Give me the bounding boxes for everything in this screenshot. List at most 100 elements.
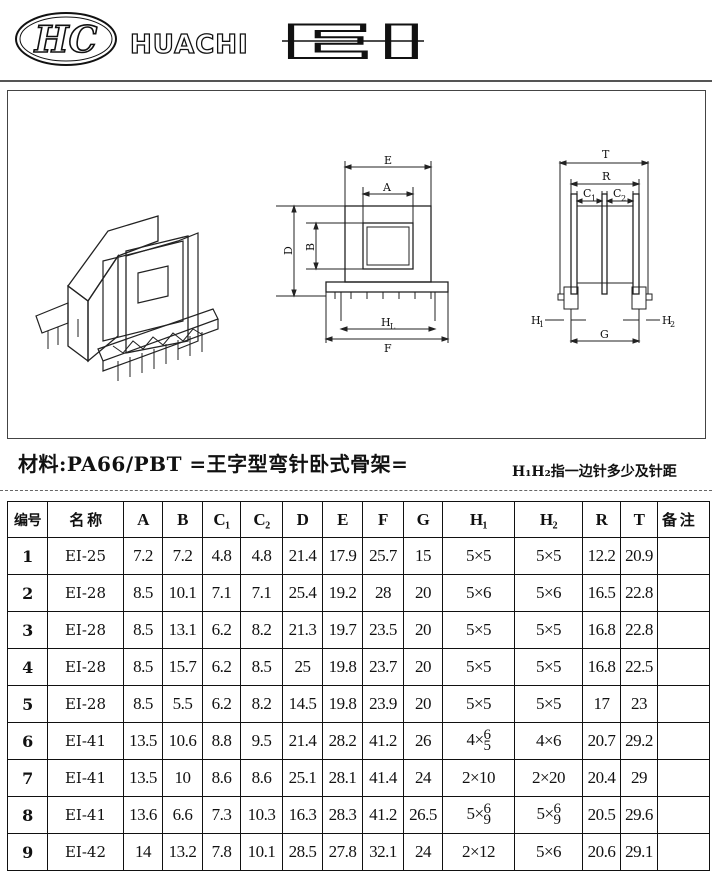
cell-h1: 2×12 [442, 833, 515, 871]
cell-c1: 8.8 [202, 722, 241, 760]
logo-text: HC [34, 19, 98, 61]
cell-a: 13.5 [123, 759, 163, 797]
cell-r: 20.7 [582, 722, 621, 760]
cell-r: 16.5 [582, 574, 621, 612]
cell-f: 28 [362, 574, 404, 612]
col-header: C₂ [240, 501, 283, 538]
cell-h1: 2×10 [442, 759, 515, 797]
label-g: G [600, 328, 609, 341]
cell-no: 7 [7, 759, 48, 797]
cell-no: 8 [7, 796, 48, 834]
cell-d: 16.3 [282, 796, 323, 834]
cell-no: 6 [7, 722, 48, 760]
col-header: 名 称 [47, 501, 124, 538]
label-t: T [602, 148, 610, 161]
cell-t: 22.5 [620, 648, 658, 686]
cell-c1: 8.6 [202, 759, 241, 797]
cell-e: 19.8 [322, 648, 363, 686]
cell-note [657, 796, 710, 834]
col-header: D [282, 501, 323, 538]
cell-r: 20.5 [582, 796, 621, 834]
stack-bottom: 5 [483, 738, 492, 755]
cell-r: 12.2 [582, 537, 621, 575]
cell-b: 7.2 [162, 537, 203, 575]
hc-logo: HC [15, 12, 117, 66]
label-hl: H [381, 316, 391, 329]
cell-t: 29 [620, 759, 658, 797]
cell-f: 32.1 [362, 833, 404, 871]
cell-name: EI-41 [47, 722, 124, 760]
label-c1: C [583, 187, 591, 200]
cell-c1: 7.8 [202, 833, 241, 871]
cell-a: 13.6 [123, 796, 163, 834]
cell-f: 23.5 [362, 611, 404, 649]
cell-h1-base: 5× [466, 803, 484, 823]
label-b: B [304, 243, 317, 251]
label-hl1: H [531, 314, 541, 327]
pin-note: H₁H₂指一边针多少及针距 [512, 464, 677, 480]
cell-h2: 5×5 [514, 685, 583, 723]
cell-no: 9 [7, 833, 48, 871]
stack-top: 6 [553, 801, 562, 818]
cell-note [657, 759, 710, 797]
cell-r: 20.4 [582, 759, 621, 797]
side-view [545, 160, 660, 344]
brand-name: HUACHI [129, 29, 249, 60]
cell-a: 13.5 [123, 722, 163, 760]
cell-e: 19.2 [322, 574, 363, 612]
label-hr2: H [662, 314, 672, 327]
cell-name: EI-28 [47, 685, 124, 723]
cell-r: 17 [582, 685, 621, 723]
cell-h1: 5×5 [442, 685, 515, 723]
cell-e: 28.2 [322, 722, 363, 760]
cell-name: EI-42 [47, 833, 124, 871]
cell-h2: 5×6 [514, 833, 583, 871]
col-header: E [322, 501, 363, 538]
col-header: A [123, 501, 163, 538]
header: HC HUACHI EI [0, 0, 712, 84]
cell-a: 8.5 [123, 611, 163, 649]
label-c1-sub: 1 [591, 194, 596, 203]
cell-h1: 5×5 [442, 611, 515, 649]
cell-h2: 5×6 [514, 574, 583, 612]
spec-table: 编号 名 称 A B C₁ C₂ D E F G H₁ H₂ R T 备 注 1… [7, 501, 710, 871]
cell-c2: 9.5 [240, 722, 283, 760]
cell-c2: 10.1 [240, 833, 283, 871]
col-header: F [362, 501, 404, 538]
col-header: R [582, 501, 621, 538]
cell-r: 20.6 [582, 833, 621, 871]
cell-e: 19.7 [322, 611, 363, 649]
table-header-row: 编号 名 称 A B C₁ C₂ D E F G H₁ H₂ R T 备 注 [7, 501, 710, 538]
cell-a: 8.5 [123, 648, 163, 686]
cell-c1: 7.3 [202, 796, 241, 834]
cell-no: 1 [7, 537, 48, 575]
cell-d: 25.1 [282, 759, 323, 797]
cell-f: 23.9 [362, 685, 404, 723]
iso-bobbin [35, 215, 219, 381]
cell-note [657, 537, 710, 575]
label-r: R [602, 170, 611, 183]
cell-d: 28.5 [282, 833, 323, 871]
divider [0, 490, 712, 491]
front-view [276, 161, 450, 343]
cell-note [657, 574, 710, 612]
col-header: B [162, 501, 203, 538]
cell-d: 14.5 [282, 685, 323, 723]
stack-top: 6 [483, 727, 492, 744]
cell-c1: 6.2 [202, 611, 241, 649]
cell-h2: 5×5 [514, 611, 583, 649]
cell-c2: 10.3 [240, 796, 283, 834]
cell-c1: 6.2 [202, 648, 241, 686]
cell-g: 20 [403, 648, 443, 686]
cell-name: EI-41 [47, 759, 124, 797]
cell-b: 5.5 [162, 685, 203, 723]
series-title: EI [277, 18, 429, 64]
header-rule [0, 80, 712, 82]
cell-b: 13.1 [162, 611, 203, 649]
cell-b: 13.2 [162, 833, 203, 871]
